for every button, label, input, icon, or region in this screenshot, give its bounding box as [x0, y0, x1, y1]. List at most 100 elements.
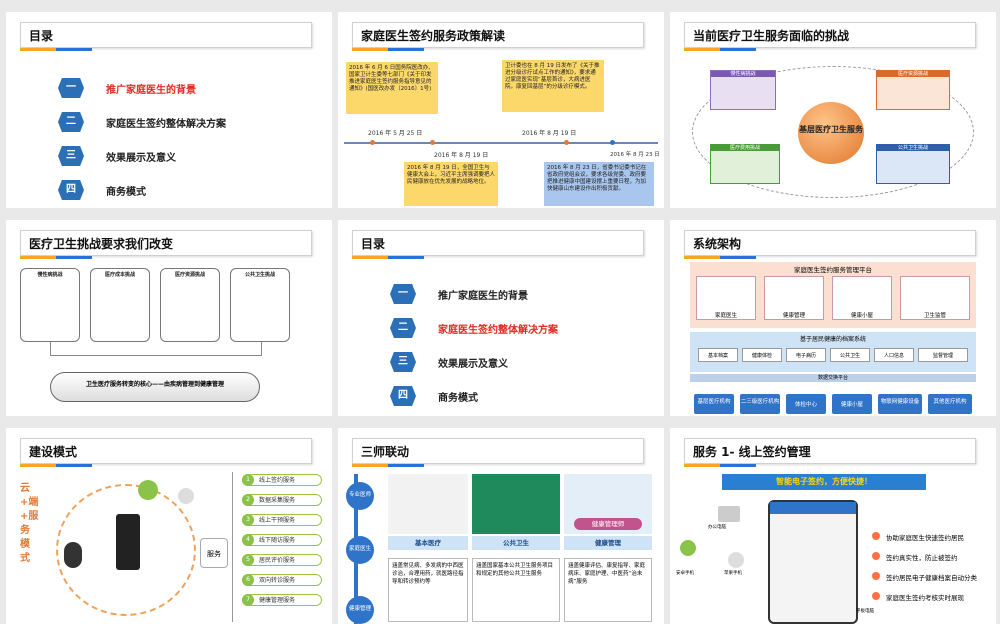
phone-appbar: [770, 502, 856, 514]
device-label: 平板电脑: [856, 609, 874, 614]
challenge-card: 医疗成本挑战: [90, 268, 150, 342]
archive-item: 健康体检: [742, 348, 782, 362]
slide-title: 三师联动: [352, 438, 644, 464]
banner: 智能电子签约，方便快捷！: [722, 474, 926, 490]
org-box: 体检中心: [786, 394, 826, 414]
title-accent-bar: [684, 256, 720, 259]
role-badge: 健康管理: [346, 596, 374, 624]
poster-label: 健康管理师: [574, 518, 642, 530]
policy-note: 2016 年 8 月 23 日，省委书记委书记在省政府党组会议，要求各级党委、政…: [544, 162, 654, 206]
platform-panel: 家庭医生签约服务管理平台 家庭医生 健康管理 健康小屋 卫生监管: [690, 262, 976, 328]
toc-number: 一: [390, 284, 416, 304]
column-desc: 涵盖健康评估、康复指导、家庭病床、家庭护理、中医药“治未病”服务: [564, 558, 652, 622]
health-manager-poster: 健康管理师: [564, 474, 652, 534]
timeline-dot: [564, 140, 569, 145]
toc-number: 三: [390, 352, 416, 372]
toc-number: 四: [390, 386, 416, 406]
challenge-card: 慢性病挑战: [20, 268, 80, 342]
policy-note: 2016 年 6 月 6 日国务院医改办、国家卫计生委等七部门《关于印发推进家庭…: [346, 62, 438, 114]
desktop-icon: [718, 506, 740, 522]
service-hub: 服务: [200, 538, 228, 568]
archive-item: 电子病历: [786, 348, 826, 362]
toc-number: 二: [58, 112, 84, 132]
title-accent-bar: [388, 464, 424, 467]
toc-label: 效果展示及意义: [438, 359, 508, 370]
toc-label: 家庭医生签约整体解决方案: [438, 325, 558, 336]
slide-architecture[interactable]: 系统架构 家庭医生签约服务管理平台 家庭医生 健康管理 健康小屋 卫生监管 基于…: [670, 220, 996, 416]
toc-number: 四: [58, 180, 84, 200]
module-box: 健康管理: [764, 276, 824, 320]
title-accent-bar: [352, 256, 388, 259]
model-side-text: 云+端+服务模式: [20, 483, 39, 564]
bullet-icon: [872, 532, 880, 540]
bullet-icon: [872, 572, 880, 580]
slide-title: 系统架构: [684, 230, 976, 256]
title-accent-bar: [56, 48, 92, 51]
platform-title: 家庭医生签约服务管理平台: [794, 266, 872, 274]
data-bus: 数据交换平台: [690, 374, 976, 382]
column-header: 健康管理: [564, 536, 652, 550]
toc-number: 三: [58, 146, 84, 166]
toc-label: 家庭医生签约整体解决方案: [106, 119, 226, 130]
slide-three-doctors[interactable]: 三师联动 专业医师 家庭医生 健康管理 健康管理师 基本医疗 公共卫生 健康管理…: [338, 428, 664, 624]
slide-title: 目录: [20, 22, 312, 48]
title-accent-bar: [56, 256, 92, 259]
slide-title: 建设模式: [20, 438, 312, 464]
bullet-icon: [872, 552, 880, 560]
slide-policy[interactable]: 家庭医生签约服务政策解读 2016 年 6 月 6 日国务院医改办、国家卫计生委…: [338, 12, 664, 208]
bullet-text: 签约居民电子健康档案自动分类: [886, 574, 977, 582]
toc-label: 商务模式: [438, 393, 478, 404]
slide-toc-1[interactable]: 目录 一 推广家庭医生的背景 二 家庭医生签约整体解决方案 三 效果展示及意义 四 商务…: [6, 12, 332, 208]
timeline-axis: [344, 142, 658, 144]
challenge-box: 医疗资源挑战: [876, 70, 950, 110]
slide-title: 家庭医生签约服务政策解读: [352, 22, 644, 48]
archive-item: 公共卫生: [830, 348, 870, 362]
title-accent-bar: [720, 48, 756, 51]
core-change: 卫生医疗服务转变的核心——由疾病管理到健康管理: [50, 372, 260, 402]
phone-mockup: [768, 500, 858, 624]
slide-toc-2[interactable]: 目录 一推广家庭医生的背景 二家庭医生签约整体解决方案 三效果展示及意义 四商务…: [338, 220, 664, 416]
policy-note: 2016 年 8 月 19 日，全国卫生与健康大会上，习近平主席强调要把人民健康…: [404, 162, 498, 206]
org-box: 其他医疗机构: [928, 394, 972, 414]
connector: [50, 342, 262, 356]
column-header: 公共卫生: [472, 536, 560, 550]
column-desc: 涵盖国家基本公共卫生服务项目和规定的其他公共卫生服务: [472, 558, 560, 622]
bullet-text: 家庭医生签约考核实时展现: [886, 594, 964, 602]
toc-label: 推广家庭医生的背景: [106, 85, 196, 96]
module-box: 卫生监管: [900, 276, 970, 320]
challenge-card: 医疗资源挑战: [160, 268, 220, 342]
device-label: 安卓手机: [676, 571, 694, 576]
slide-change[interactable]: 医疗卫生挑战要求我们改变 慢性病挑战 医疗成本挑战 医疗资源挑战 公共卫生挑战 …: [6, 220, 332, 416]
timeline-dot: [370, 140, 375, 145]
timeline-dot: [430, 140, 435, 145]
policy-note: 卫计委也在 8 月 19 日发布了《关于推进分级诊疗试点工作的通知》，要求通过家…: [502, 60, 604, 112]
title-accent-bar: [20, 256, 56, 259]
slide-challenges[interactable]: 当前医疗卫生服务面临的挑战 基层医疗卫生服务 慢性病挑战 医疗资源挑战 医疗费用…: [670, 12, 996, 208]
title-accent-bar: [684, 464, 720, 467]
toc-label: 效果展示及意义: [106, 153, 176, 164]
org-box: 二三级医疗机构: [740, 394, 780, 414]
timeline-date: 2016 年 8 月 23 日: [610, 152, 660, 158]
title-accent-bar: [388, 256, 424, 259]
toc-label: 商务模式: [106, 187, 146, 198]
toc-number: 一: [58, 78, 84, 98]
slide-title: 医疗卫生挑战要求我们改变: [20, 230, 312, 256]
org-box: 物联网健康设备: [878, 394, 922, 414]
role-badge: 家庭医生: [346, 536, 374, 564]
slide-title: 当前医疗卫生服务面临的挑战: [684, 22, 976, 48]
title-accent-bar: [352, 48, 388, 51]
archive-item: 监督管理: [918, 348, 968, 362]
archive-item: 人口信息: [874, 348, 914, 362]
column-header: 基本医疗: [388, 536, 468, 550]
column-desc: 涵盖常见病、多发病的中西医诊治，合理用药，就医路径指导和转诊预约等: [388, 558, 468, 622]
slide-online-signing[interactable]: 服务 1- 线上签约管理 智能电子签约，方便快捷！ 办公电脑 安卓手机 苹果手机…: [670, 428, 996, 624]
watch-icon: [64, 542, 82, 568]
challenge-box: 医疗费用挑战: [710, 144, 780, 184]
archive-item: 基本档案: [698, 348, 738, 362]
bullet-text: 协助家庭医生快速签约居民: [886, 534, 964, 542]
